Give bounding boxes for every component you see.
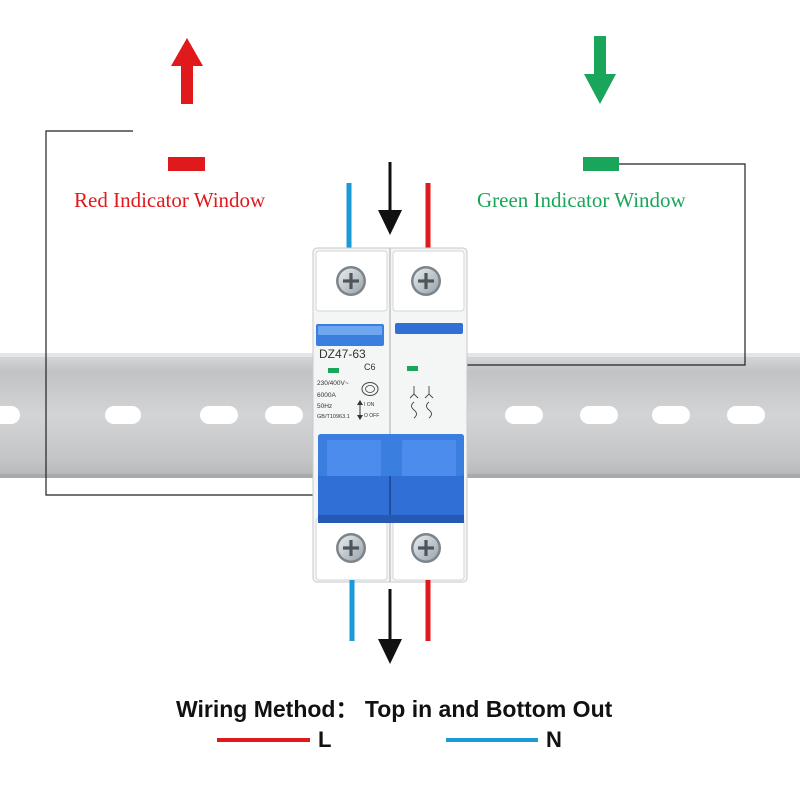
screw-terminal-icon[interactable] xyxy=(336,266,366,296)
breaker-voltage: 230/400V~ xyxy=(317,380,349,387)
breaker-curve: C6 xyxy=(364,362,376,372)
screw-terminal-icon[interactable] xyxy=(411,266,441,296)
breaker-model: DZ47-63 xyxy=(319,347,366,361)
breaker-capacity: 6000A xyxy=(317,392,336,399)
input-arrow-icon xyxy=(378,162,402,235)
breaker-green-dot-1 xyxy=(328,368,339,373)
screw-terminal-icon[interactable] xyxy=(411,533,441,563)
green-indicator-label: Green Indicator Window xyxy=(477,188,686,212)
breaker-off-label: O OFF xyxy=(364,413,380,419)
output-arrow-icon xyxy=(378,589,402,664)
legend-neutral-label: N xyxy=(546,727,562,752)
legend-line-label: L xyxy=(318,727,332,752)
red-indicator-label: Red Indicator Window xyxy=(74,188,266,212)
green-indicator-swatch xyxy=(583,157,619,171)
breaker-standard: GB/T10963.1 xyxy=(317,414,350,420)
green-indicator-callout-line xyxy=(418,163,746,366)
on-off-arrow-icon xyxy=(357,400,363,420)
arrow-down-icon xyxy=(584,36,616,104)
breaker-frequency: 50Hz xyxy=(317,403,333,410)
red-indicator-swatch xyxy=(168,157,205,171)
circuit-symbol-icon xyxy=(409,386,434,419)
breaker-green-dot-2 xyxy=(407,366,418,371)
arrow-up-icon xyxy=(171,38,203,104)
ccc-mark-icon xyxy=(361,382,379,396)
wiring-method-title: Wiring Method： Top in and Bottom Out xyxy=(176,696,613,722)
breaker-on-label: I ON xyxy=(364,402,375,408)
red-indicator-callout-line xyxy=(45,130,318,496)
screw-terminal-icon[interactable] xyxy=(336,533,366,563)
